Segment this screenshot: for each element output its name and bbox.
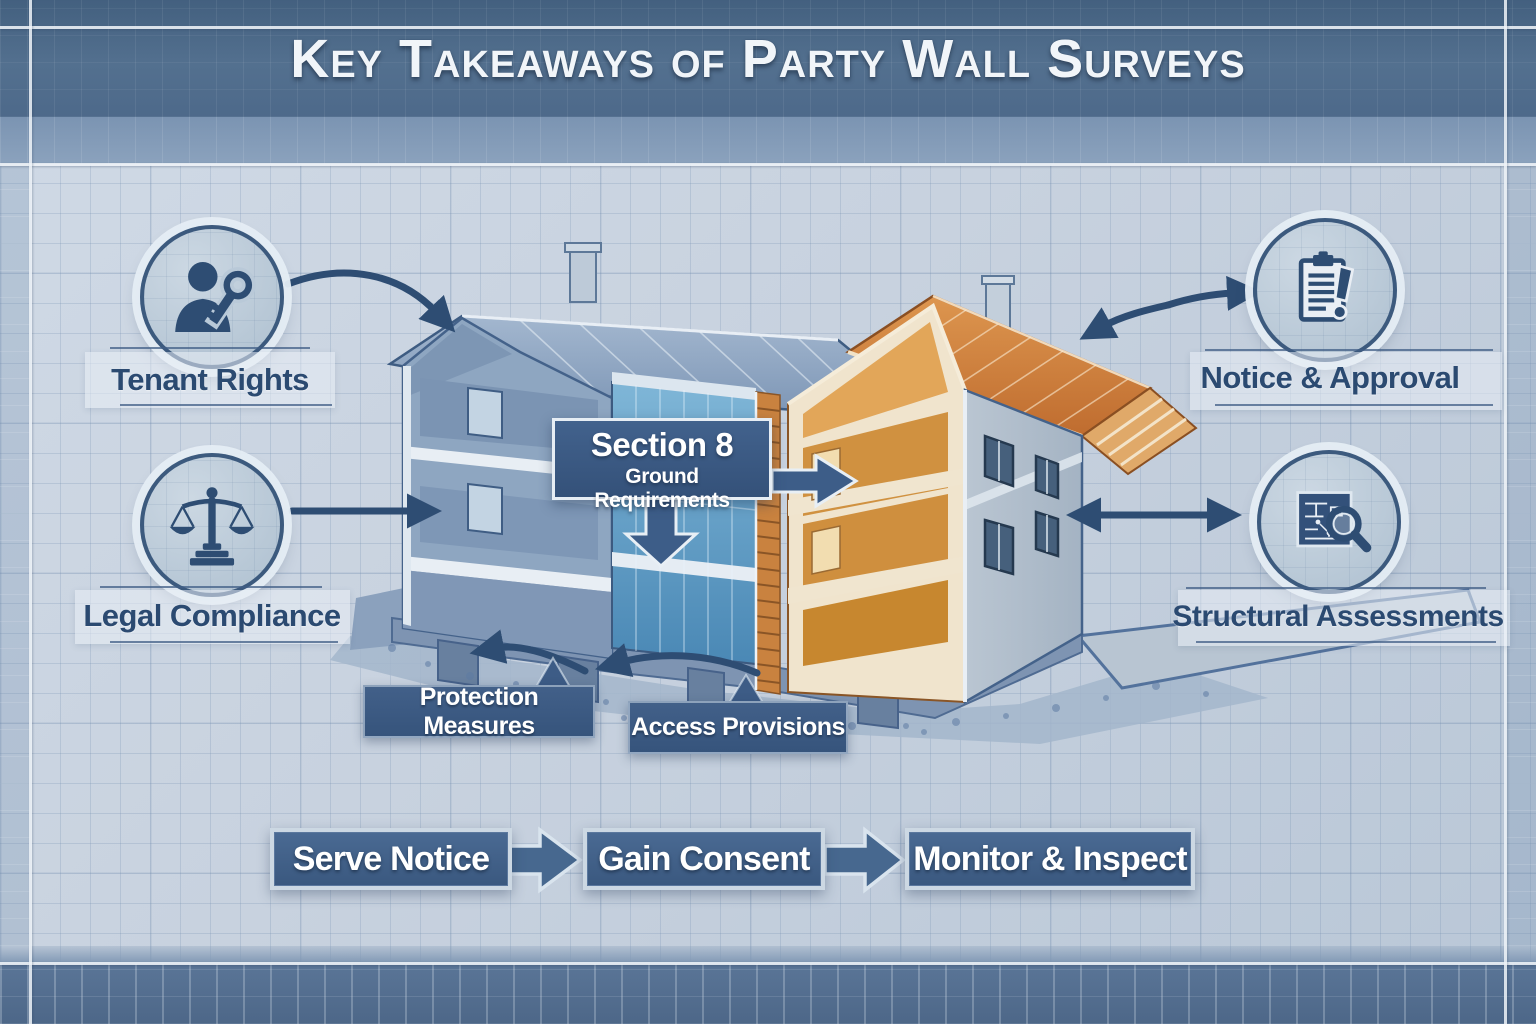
notice-approval-rule-bottom: [1215, 404, 1493, 406]
frame-line-under-banner: [0, 163, 1536, 166]
tenant-rights-label-backdrop: [85, 352, 335, 408]
tenant-rights-arrow: [284, 269, 456, 333]
frame-line-bottom: [0, 962, 1536, 965]
clipboard-alert-icon: [1298, 251, 1355, 322]
access-provisions-arrow: [594, 643, 761, 678]
legal-compliance-label-backdrop: [75, 590, 350, 644]
structural-assessments-badge: [1257, 450, 1401, 594]
section8-down-arrow: [622, 496, 700, 569]
person-key-icon: [175, 262, 256, 332]
protection-measures-box: Protection Measures: [363, 683, 595, 740]
frame-line-left: [29, 0, 32, 1024]
structural-assessments-label-backdrop: [1178, 590, 1510, 646]
left-chimney: [564, 242, 602, 303]
step-gain-consent: Gain Consent: [583, 828, 825, 890]
grey-facade: [963, 388, 1084, 705]
left-margin-strip: [0, 164, 30, 946]
structural-assessments-rule-top: [1186, 587, 1486, 589]
tenant-rights-badge: [140, 225, 284, 369]
frame-line-right: [1504, 0, 1507, 1024]
step-serve-notice: Serve Notice: [270, 828, 512, 890]
legal-compliance-rule-top: [100, 586, 322, 588]
structural-assessments-rule-bottom: [1196, 641, 1496, 643]
step-monitor-inspect: Monitor & Inspect: [905, 828, 1195, 890]
notice-approval-rule-top: [1205, 349, 1493, 351]
section8-callout-box: Section 8 Ground Requirements: [552, 418, 772, 512]
connector-arrows: [284, 269, 1262, 678]
legal-compliance-rule-bottom: [110, 641, 338, 643]
section8-right-arrow: [770, 453, 859, 509]
access-provisions-box: Access Provisions: [628, 701, 848, 754]
structural-assessments-label: Structural Assessments: [1172, 600, 1504, 633]
section8-arrows: [622, 453, 859, 569]
tenant-rights-rule-top: [110, 347, 310, 349]
section8-title: Section 8: [590, 426, 734, 463]
legal-compliance-badge: [140, 453, 284, 597]
flow-arrow-2: [823, 826, 906, 894]
bottom-band: [0, 964, 1536, 1024]
frame-line-top: [0, 26, 1536, 29]
scales-icon: [169, 487, 255, 566]
sub-banner-band: [0, 117, 1536, 164]
section8-subtitle: Ground Requirements: [594, 465, 730, 512]
notice-approval-label-backdrop: [1190, 352, 1502, 410]
title-banner: [0, 0, 1536, 117]
tenant-rights-label: Tenant Rights: [111, 362, 309, 397]
notice-approval-badge: [1253, 218, 1397, 362]
notice-approval-arrow-left: [1079, 301, 1172, 340]
page-title: Key Takeaways of Party Wall Surveys: [290, 29, 1246, 89]
blueprint-magnifier-icon: [1296, 491, 1372, 553]
right-margin-strip: [1506, 164, 1536, 946]
notice-approval-arrow-right: [1164, 275, 1262, 311]
legal-compliance-label: Legal Compliance: [83, 598, 341, 633]
left-house-cutaway: [401, 316, 614, 660]
protection-measures-arrow: [469, 629, 589, 675]
glass-party-wall-section: [611, 372, 757, 666]
tenant-rights-rule-bottom: [120, 404, 332, 406]
notice-approval-label: Notice & Approval: [1200, 360, 1460, 395]
bottom-fade-band: [0, 946, 1536, 964]
